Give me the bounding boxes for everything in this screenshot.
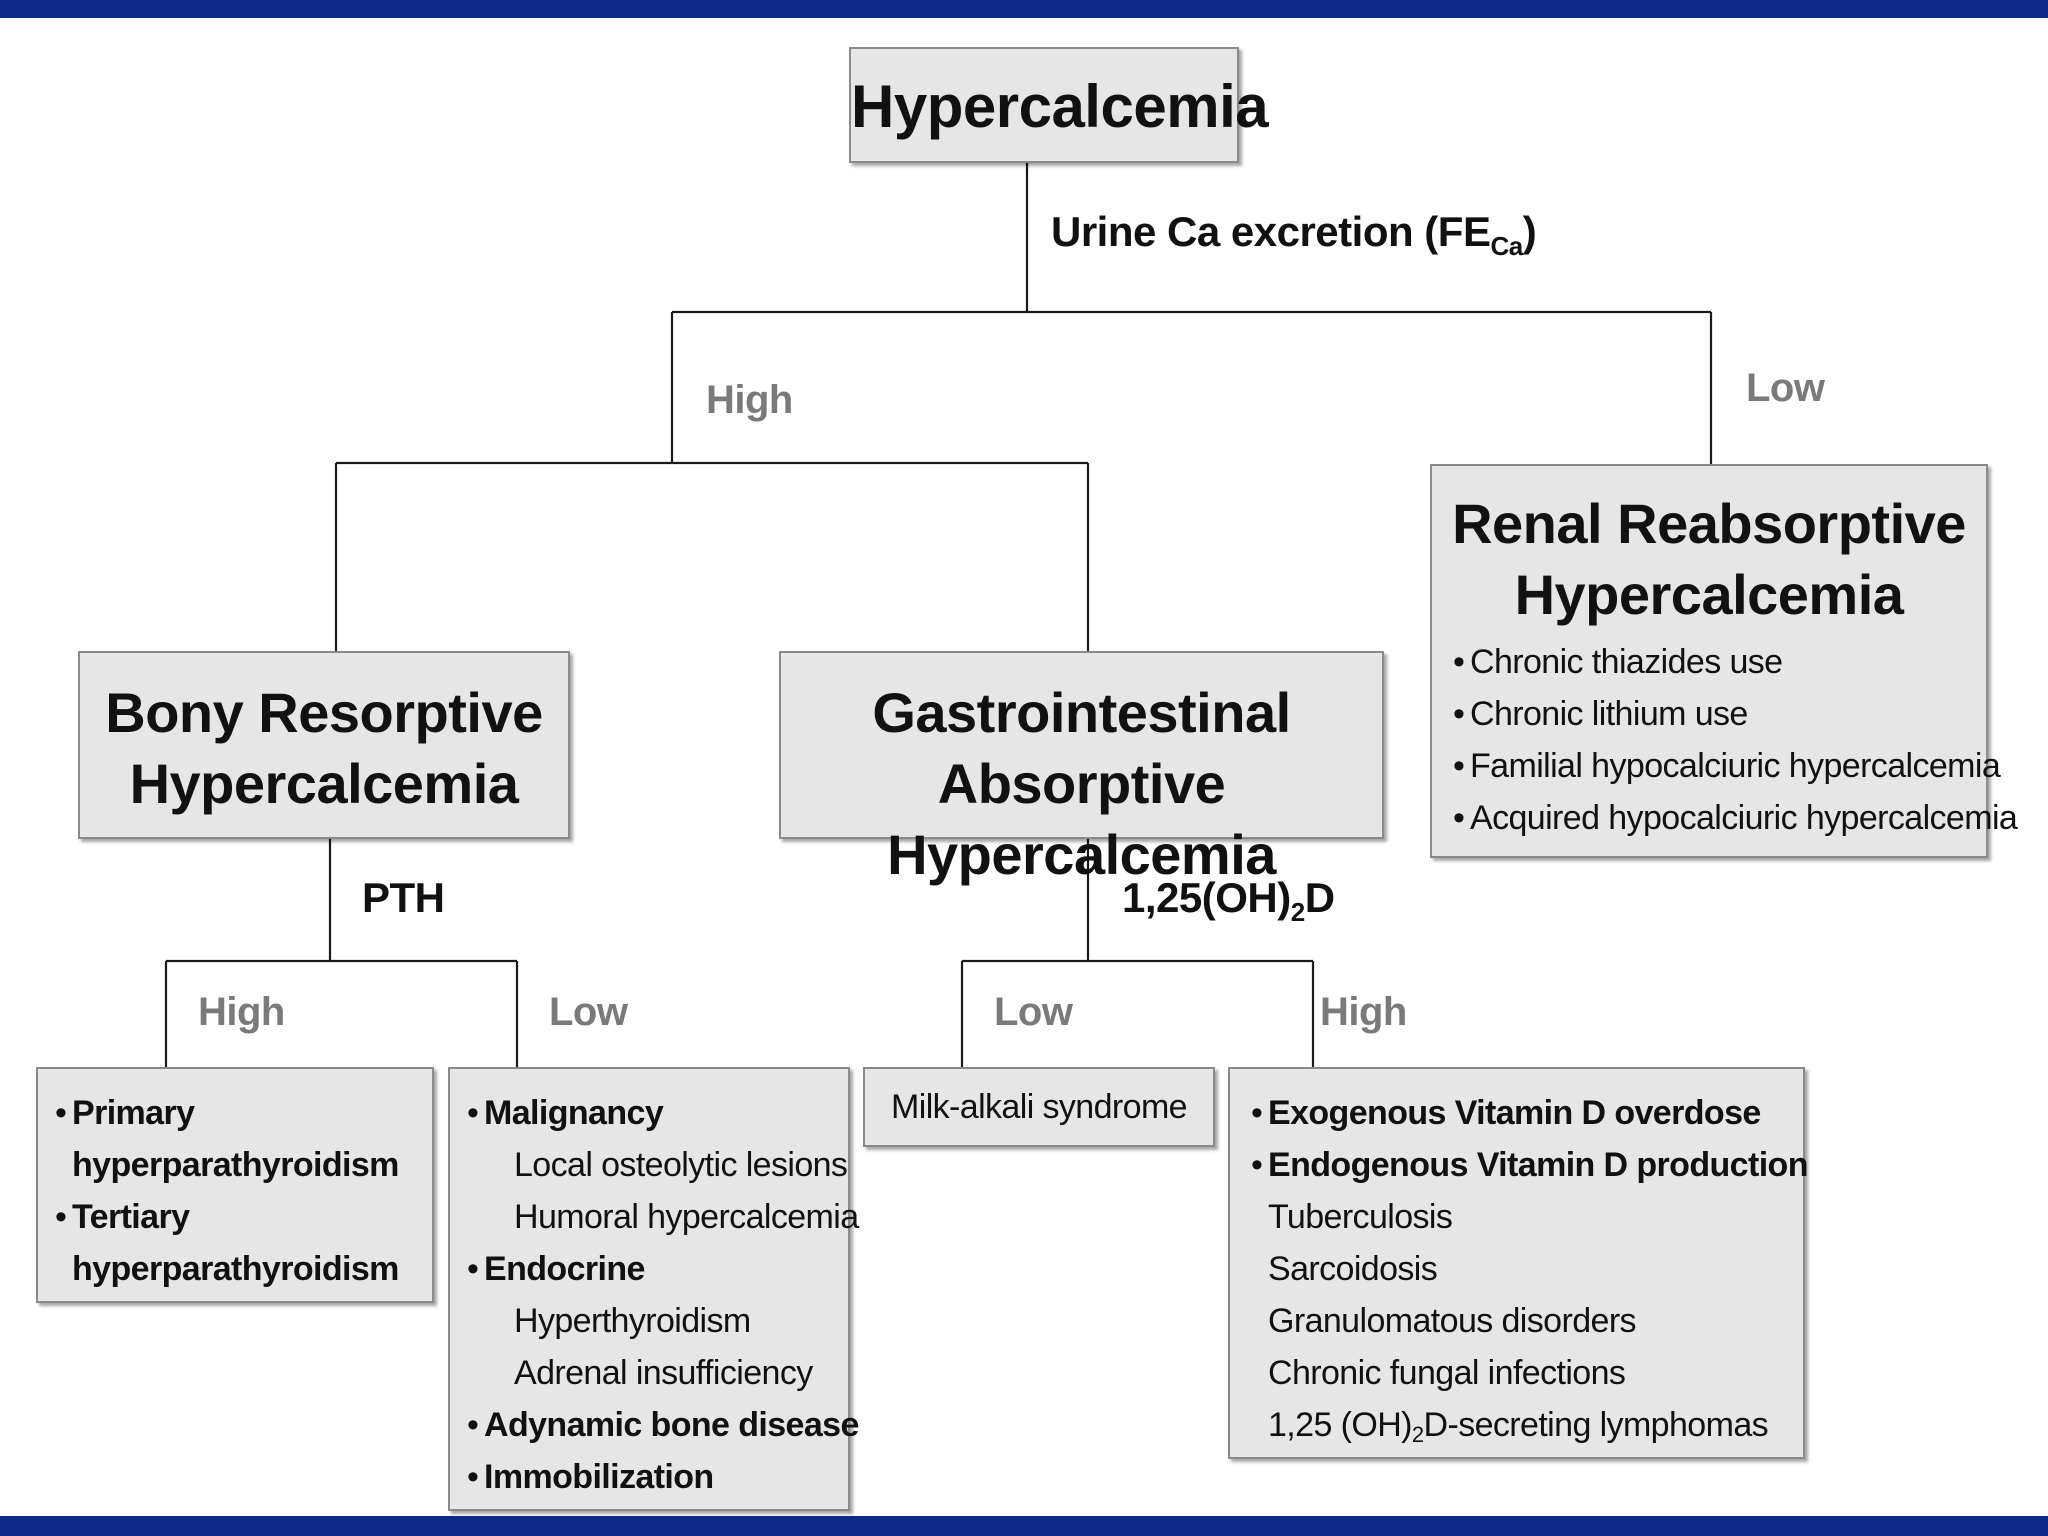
list-item: Endogenous Vitamin D production (1251, 1139, 1808, 1191)
urine-high-label: High (706, 378, 793, 422)
root-title: Hypercalcemia (851, 73, 1269, 140)
list-subitem: Chronic fungal infections (1268, 1354, 1626, 1392)
list-subitem: Granulomatous disorders (1268, 1302, 1637, 1340)
bony-resorptive-node: Bony Resorptive Hypercalcemia (78, 651, 570, 839)
gi-title-line2: Absorptive Hypercalcemia (887, 752, 1276, 887)
list-item-continuation: hyperparathyroidism (72, 1146, 399, 1184)
milk-alkali-label: Milk-alkali syndrome (891, 1088, 1188, 1126)
list-subitem: Hyperthyroidism (514, 1302, 751, 1340)
root-node: Hypercalcemia (849, 47, 1269, 163)
pth-high-list: Primary hyperparathyroidism Tertiary hyp… (55, 1087, 399, 1295)
pth-low-list: Malignancy Local osteolytic lesions Humo… (467, 1087, 859, 1503)
vitd-high-label: High (1320, 990, 1407, 1034)
bony-title-line1: Bony Resorptive (105, 681, 543, 744)
list-item: Immobilization (467, 1451, 859, 1503)
urine-ca-test-label: Urine Ca excretion (FECa) (1051, 208, 1537, 261)
bottom-band (0, 1516, 2048, 1536)
list-item: Primary (55, 1087, 399, 1139)
vitd-high-list: Exogenous Vitamin D overdose Endogenous … (1251, 1087, 1808, 1461)
pth-low-label: Low (549, 990, 628, 1034)
gi-title-line1: Gastrointestinal (872, 681, 1291, 744)
renal-title-line1: Renal Reabsorptive (1452, 492, 1966, 555)
list-subitem: 1,25 (OH)2D-secreting lymphomas (1268, 1406, 1769, 1447)
milk-alkali-node: Milk-alkali syndrome (863, 1067, 1215, 1147)
list-item: Adynamic bone disease (467, 1399, 859, 1451)
urine-low-label: Low (1746, 366, 1825, 410)
list-item: Malignancy (467, 1087, 859, 1139)
vitd-high-causes-node: Exogenous Vitamin D overdose Endogenous … (1228, 1067, 1808, 1461)
vitd-low-label: Low (994, 990, 1073, 1034)
gi-absorptive-node: Gastrointestinal Absorptive Hypercalcemi… (779, 651, 1384, 886)
list-subitem: Local osteolytic lesions (514, 1146, 848, 1184)
list-item: Acquired hypocalciuric hypercalcemia (1453, 792, 2018, 844)
list-subitem: Sarcoidosis (1268, 1250, 1438, 1288)
list-item-continuation: hyperparathyroidism (72, 1250, 399, 1288)
renal-title-line2: Hypercalcemia (1514, 563, 1904, 627)
list-item: Familial hypocalciuric hypercalcemia (1453, 740, 2017, 792)
bony-title-line2: Hypercalcemia (129, 752, 519, 816)
list-subitem: Adrenal insufficiency (514, 1354, 813, 1392)
list-item: Chronic lithium use (1453, 688, 2017, 740)
renal-cause-list: Chronic thiazides use Chronic lithium us… (1453, 636, 2018, 844)
list-item: Tertiary (55, 1191, 399, 1243)
pth-high-label: High (198, 990, 285, 1034)
top-band (0, 0, 2048, 18)
list-subitem: Tuberculosis (1268, 1198, 1453, 1236)
list-item: Exogenous Vitamin D overdose (1251, 1087, 1808, 1139)
list-item: Chronic thiazides use (1453, 636, 2017, 688)
renal-reabsorptive-node: Renal Reabsorptive Hypercalcemia Chronic… (1430, 464, 2018, 858)
pth-test-label: PTH (362, 874, 445, 921)
pth-high-causes-node: Primary hyperparathyroidism Tertiary hyp… (36, 1067, 434, 1303)
list-subitem: Humoral hypercalcemia (514, 1198, 859, 1236)
list-item: Endocrine (467, 1243, 859, 1295)
pth-low-causes-node: Malignancy Local osteolytic lesions Humo… (448, 1067, 859, 1511)
vitd-test-label: 1,25(OH)2D (1122, 874, 1335, 927)
